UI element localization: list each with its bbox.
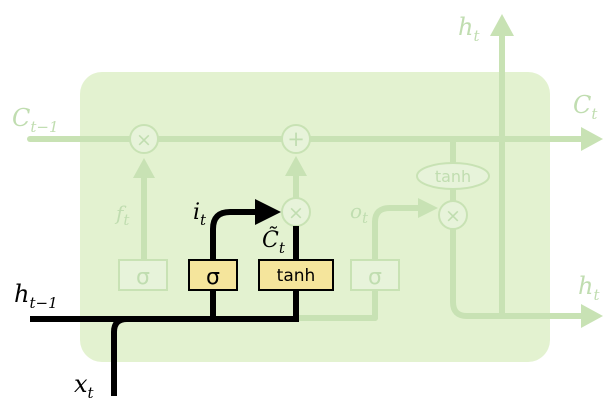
cell-tanh-label: tanh: [435, 167, 471, 186]
forget-multiply-symbol: ×: [136, 129, 152, 151]
h-prev-label: ht−1: [14, 280, 58, 312]
arrow-h-up: [490, 14, 514, 36]
labels: Ct−1 Ct ht ht ft ot ht−1 xt it C̃t: [12, 13, 600, 402]
output-multiply-node: [438, 200, 468, 230]
add-symbol: +: [287, 127, 305, 151]
cell-tanh-node: [416, 162, 490, 190]
active-connections: [30, 209, 299, 396]
h-top-label: ht: [458, 13, 480, 45]
i-gate-label: it: [193, 200, 207, 229]
output-down-line: [450, 225, 585, 319]
input-gate-curve: [210, 209, 258, 262]
input-multiply-symbol: ×: [288, 202, 304, 224]
output-multiply-symbol: ×: [445, 205, 461, 227]
forget-multiply-node: [129, 124, 159, 154]
arrow-forget-up: [133, 158, 155, 178]
output-sigma-label: σ: [368, 265, 382, 290]
forget-sigma-box: [118, 259, 168, 291]
input-gate-arrowhead: [255, 199, 281, 225]
active-layers: σ tanh: [188, 259, 334, 291]
c-tilde-label: C̃t: [262, 227, 286, 257]
forget-sigma-label: σ: [136, 265, 150, 290]
add-node: [281, 124, 311, 154]
input-sigma-box: [188, 259, 238, 291]
arrow-output-right: [418, 198, 438, 218]
candidate-tanh-box: [258, 259, 334, 291]
x-input-line: [111, 316, 128, 396]
c-next-label: Ct: [573, 91, 598, 123]
candidate-tanh-label: tanh: [277, 266, 316, 286]
h-right-label: ht: [578, 272, 600, 304]
arrow-h-out: [581, 304, 603, 328]
faded-operators: × + × × tanh: [129, 124, 490, 230]
faded-arrowheads: [133, 14, 603, 328]
arrow-c-out: [581, 127, 603, 151]
o-gate-label: ot: [350, 199, 369, 227]
c-prev-label: Ct−1: [12, 104, 59, 136]
input-sigma-label: σ: [206, 265, 220, 290]
faded-layers: σ σ: [118, 259, 400, 291]
output-gate-curve: [372, 205, 425, 225]
x-input-label: xt: [74, 370, 95, 402]
output-sigma-box: [350, 259, 400, 291]
arrow-candidate-up: [285, 156, 307, 176]
